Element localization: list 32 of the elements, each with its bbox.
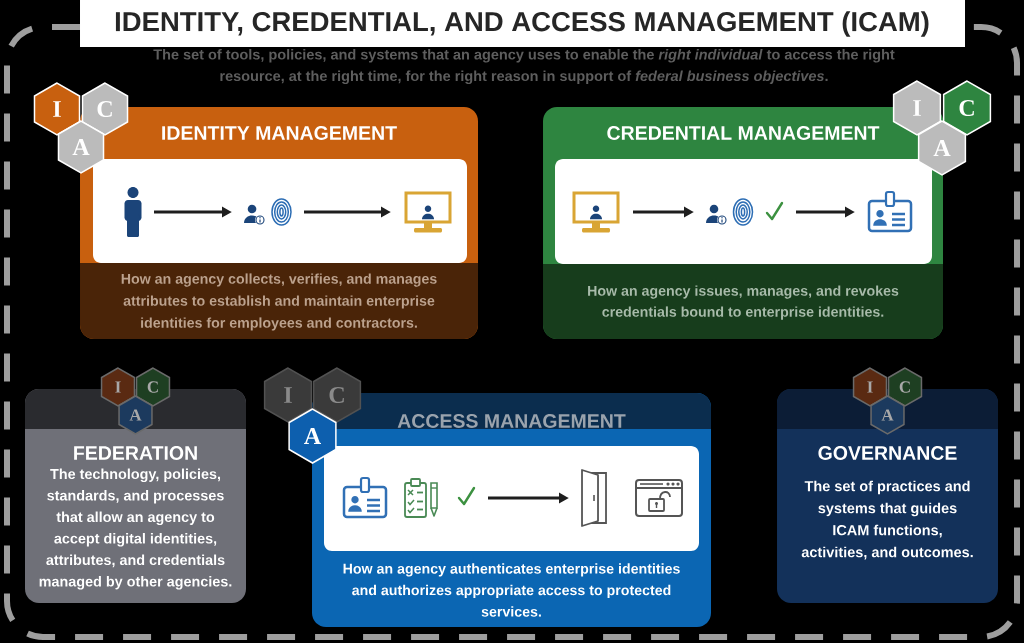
person-fingerprint-icon [244, 198, 292, 226]
door-browser-lock-icon [581, 469, 683, 527]
heading: ACCESS MANAGEMENT [397, 414, 626, 428]
hexagon-badge: I [892, 80, 942, 136]
subtitle: The set of tools, policies, and systems that an agency uses to enable the right individual to access the right resource, at the right time, for the right reason in support of federal business objectives. [153, 48, 895, 85]
hexagon-badge: A [118, 395, 153, 435]
hexagon-badge: A [917, 120, 967, 176]
description: The set of practices and systems that guides ICAM functions, activities, and outcomes. [801, 480, 973, 560]
description: How an agency collects, verifies, and manages attributes to establish and maintain enterprise identities for employees and contractors. [121, 273, 437, 331]
description: How an agency authenticates enterprise identities and authorizes appropriate access to protected services. [343, 563, 680, 617]
hexagon-badge: C [942, 80, 992, 136]
hexagon-badge: I [100, 367, 136, 407]
hexagon-badge: C [81, 82, 129, 136]
hexagon-badge: A [57, 120, 105, 174]
heading: CREDENTIAL MANAGEMENT [607, 126, 880, 140]
description: How an agency issues, manages, and revokes credentials bound to enterprise identities. [588, 285, 899, 320]
heading: FEDERATION [74, 446, 197, 460]
title-banner: IDENTITY, CREDENTIAL, AND ACCESS MANAGEMENT (ICAM) [80, 0, 965, 47]
heading: IDENTITY MANAGEMENT [162, 126, 397, 140]
hexagon-badge: A [870, 395, 905, 435]
hexagon-badge: C [887, 367, 923, 407]
hexagon-badge: C [135, 367, 171, 407]
id-badge-checklist-icon [342, 476, 476, 519]
hexagon-badge: C [312, 367, 362, 423]
heading: GOVERNANCE [818, 446, 957, 460]
hexagon-badge: I [852, 367, 888, 407]
monitor-icon [404, 191, 452, 233]
hexagon-badge: A [288, 408, 337, 464]
hexagon-badge: I [263, 367, 313, 423]
hexagon-badge: I [33, 82, 81, 136]
description: The technology, policies, standards, and processes that allow an agency to accept digital identities, attributes, and credentials managed by other agencies. [39, 468, 232, 590]
person-icon [124, 187, 142, 237]
